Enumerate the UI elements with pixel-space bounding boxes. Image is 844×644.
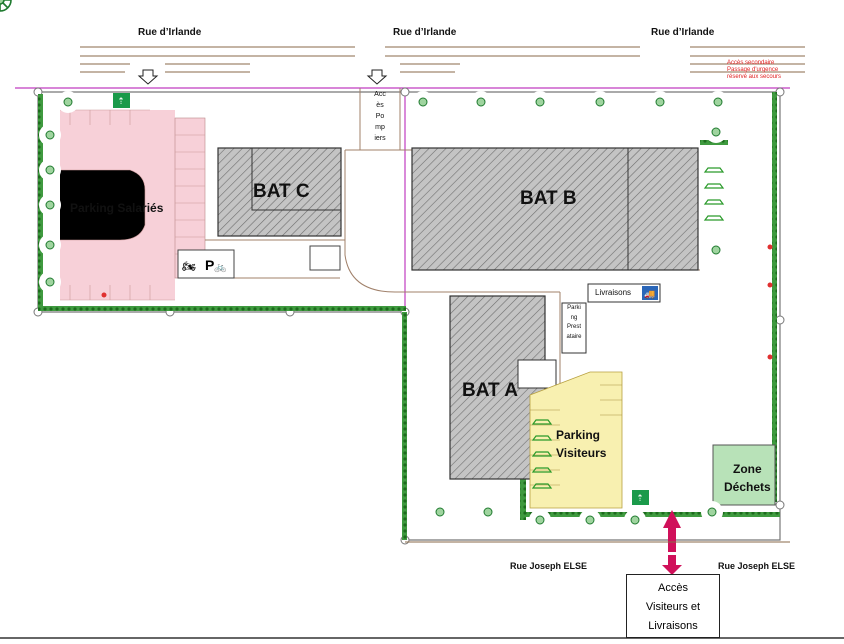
parking-p-sign: P	[205, 257, 214, 273]
parking-visiteurs-line1: Parking	[556, 428, 601, 442]
acces-pompiers-label: Acc ès Po mp iers	[365, 89, 395, 144]
bat-c-label: BAT C	[253, 181, 310, 202]
parking-prestataire-box	[561, 302, 587, 354]
street-label-bottom-right: Rue Joseph ELSE	[718, 561, 796, 571]
livraisons-label: Livraisons	[595, 288, 632, 297]
callout-line1: Accès	[658, 582, 688, 594]
fire-hydrants	[101, 244, 773, 360]
parking-prestataire-line: ng	[570, 314, 578, 321]
parking-salaries-label: Parking Salariés	[70, 201, 164, 215]
trees	[0, 0, 12, 12]
emergency-note-line: Passage d'urgence	[727, 67, 779, 73]
acces-pompiers-line: Acc	[374, 91, 386, 98]
delivery-sign	[642, 286, 658, 300]
acces-pompiers-line: mp	[375, 124, 385, 131]
top-street-curbs	[80, 46, 805, 73]
parking-prestataire-line: Prest	[566, 324, 581, 330]
zone-dechets-line2: Déchets	[724, 480, 771, 494]
street-label-bottom-left: Rue Joseph ELSE	[510, 561, 588, 571]
zone-dechets-line1: Zone	[733, 462, 762, 476]
emergency-note-line: réservé aux secours	[727, 74, 782, 80]
car-stall-icons	[531, 167, 725, 489]
parking-visiteurs-line2: Visiteurs	[556, 446, 607, 460]
emergency-note-line: Accès secondaire	[727, 60, 775, 66]
buildings	[217, 147, 699, 480]
street-label-top-right: Rue d’Irlande	[651, 27, 715, 38]
bat-c-building	[217, 147, 342, 237]
bat-b-building	[411, 147, 699, 271]
exit-sign-top	[113, 93, 130, 108]
parking-prestataire-line: ataire	[566, 333, 582, 340]
exit-sign-bottom	[632, 490, 649, 505]
parking-prestataire-line: Parki	[567, 305, 581, 311]
acces-pompiers-line: ès	[376, 102, 384, 109]
svg-text:⇡: ⇡	[636, 493, 644, 503]
entrance-arrows	[137, 69, 388, 85]
bat-a-label: BAT A	[462, 380, 518, 401]
two-wheel-parking	[177, 249, 235, 279]
parking-salaries-area	[60, 109, 206, 301]
callout-line2: Visiteurs et	[645, 601, 701, 613]
street-label-top-center: Rue d’Irlande	[393, 27, 457, 38]
emergency-access-note: Accès secondaire Passage d'urgence réser…	[727, 60, 781, 81]
acces-pompiers-line: Po	[375, 113, 385, 120]
zone-dechets-area	[712, 444, 776, 506]
svg-text:🚲: 🚲	[214, 262, 226, 273]
zone-dechets-label: Zone Déchets	[724, 460, 771, 496]
svg-text:🏍: 🏍	[182, 260, 196, 273]
visitor-access-callout: Accès Visiteurs et Livraisons	[626, 574, 720, 638]
street-label-top-left: Rue d’Irlande	[138, 27, 202, 38]
svg-text:⇡: ⇡	[117, 96, 125, 106]
acces-pompiers-line: iers	[374, 135, 386, 142]
callout-line3: Livraisons	[648, 620, 698, 632]
parking-prestataire-label: Parki ng Prest ataire	[562, 304, 586, 342]
visitor-access-arrow	[662, 510, 682, 575]
parking-visiteurs-label: Parking Visiteurs	[556, 426, 606, 462]
bat-b-label: BAT B	[520, 188, 577, 209]
svg-text:🚚: 🚚	[644, 289, 655, 299]
